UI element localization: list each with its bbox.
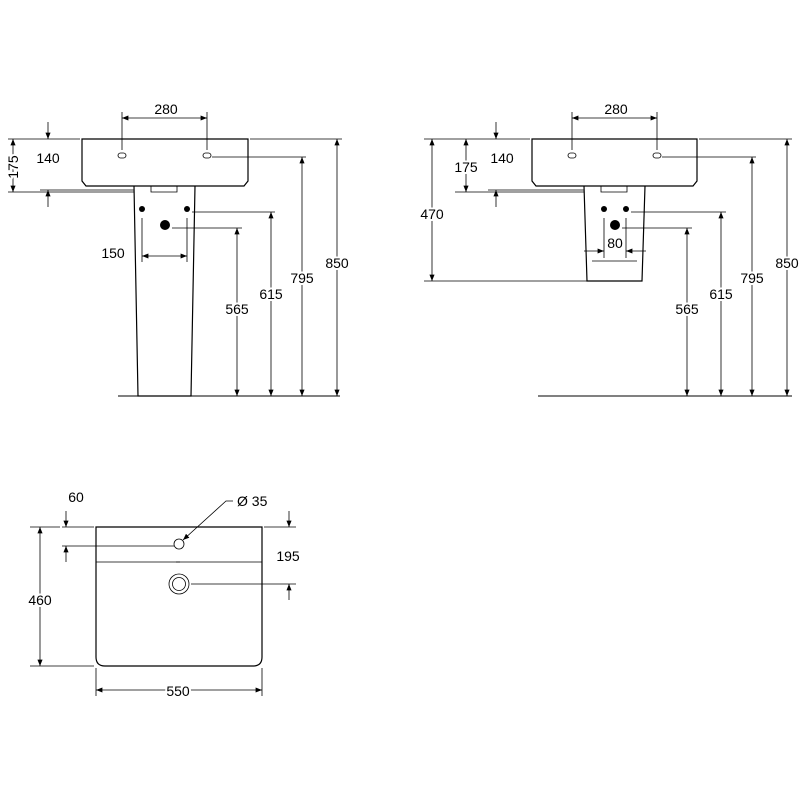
dim-tap-spacing: 280 bbox=[604, 101, 628, 117]
dim-waste-height: 565 bbox=[225, 301, 249, 317]
waste-point bbox=[160, 220, 170, 230]
dim-pedestal-bottom: 470 bbox=[420, 206, 444, 222]
dim-supply-spacing: 80 bbox=[607, 235, 623, 251]
dim-tap-hole-diameter: Ø 35 bbox=[237, 493, 268, 509]
tap-hole-right bbox=[652, 152, 662, 159]
dim-overflow-height: 175 bbox=[454, 159, 478, 175]
front-view-semi-pedestal: 280 140 175 470 80 565 615 795 bbox=[418, 99, 800, 397]
tap-hole bbox=[173, 538, 185, 550]
dim-rim-height-inner: 795 bbox=[290, 270, 314, 286]
semi-pedestal-outline bbox=[583, 185, 646, 282]
dim-rim-thickness: 140 bbox=[490, 150, 514, 166]
waste-outlet-outer bbox=[168, 573, 190, 595]
dim-rim-height: 850 bbox=[325, 255, 349, 271]
dim-supply-height: 615 bbox=[259, 286, 283, 302]
dim-supply-height: 615 bbox=[709, 286, 733, 302]
dim-waste-height: 565 bbox=[675, 301, 699, 317]
tap-hole-right bbox=[202, 152, 212, 159]
waste-outlet-inner bbox=[172, 577, 186, 591]
dim-rim-height-inner: 795 bbox=[740, 270, 764, 286]
basin-top-outline bbox=[95, 526, 263, 667]
dim-depth: 460 bbox=[28, 592, 52, 608]
dim-waste-offset: 150 bbox=[101, 245, 125, 261]
top-view: 60 Ø 35 195 460 550 bbox=[26, 487, 302, 701]
tap-hole-left bbox=[117, 152, 127, 159]
supply-point-left bbox=[601, 206, 607, 212]
supply-point-left bbox=[139, 206, 145, 212]
waste-point bbox=[610, 220, 620, 230]
dim-width: 550 bbox=[166, 683, 190, 699]
dim-tap-hole-offset: 60 bbox=[68, 489, 84, 505]
dim-rim-thickness: 140 bbox=[36, 150, 60, 166]
tap-hole-left bbox=[567, 152, 577, 159]
supply-point-right bbox=[184, 206, 190, 212]
basin-outline bbox=[81, 138, 249, 187]
basin-outline bbox=[531, 138, 698, 187]
front-view-full-pedestal: 280 140 175 150 565 615 795 850 bbox=[3, 99, 351, 397]
supply-point-right bbox=[623, 206, 629, 212]
pedestal-outline bbox=[133, 185, 196, 397]
dim-overflow-height: 175 bbox=[5, 155, 21, 179]
dim-tap-spacing: 280 bbox=[154, 101, 178, 117]
dim-waste-offset: 195 bbox=[276, 548, 300, 564]
dim-rim-height: 850 bbox=[775, 255, 799, 271]
